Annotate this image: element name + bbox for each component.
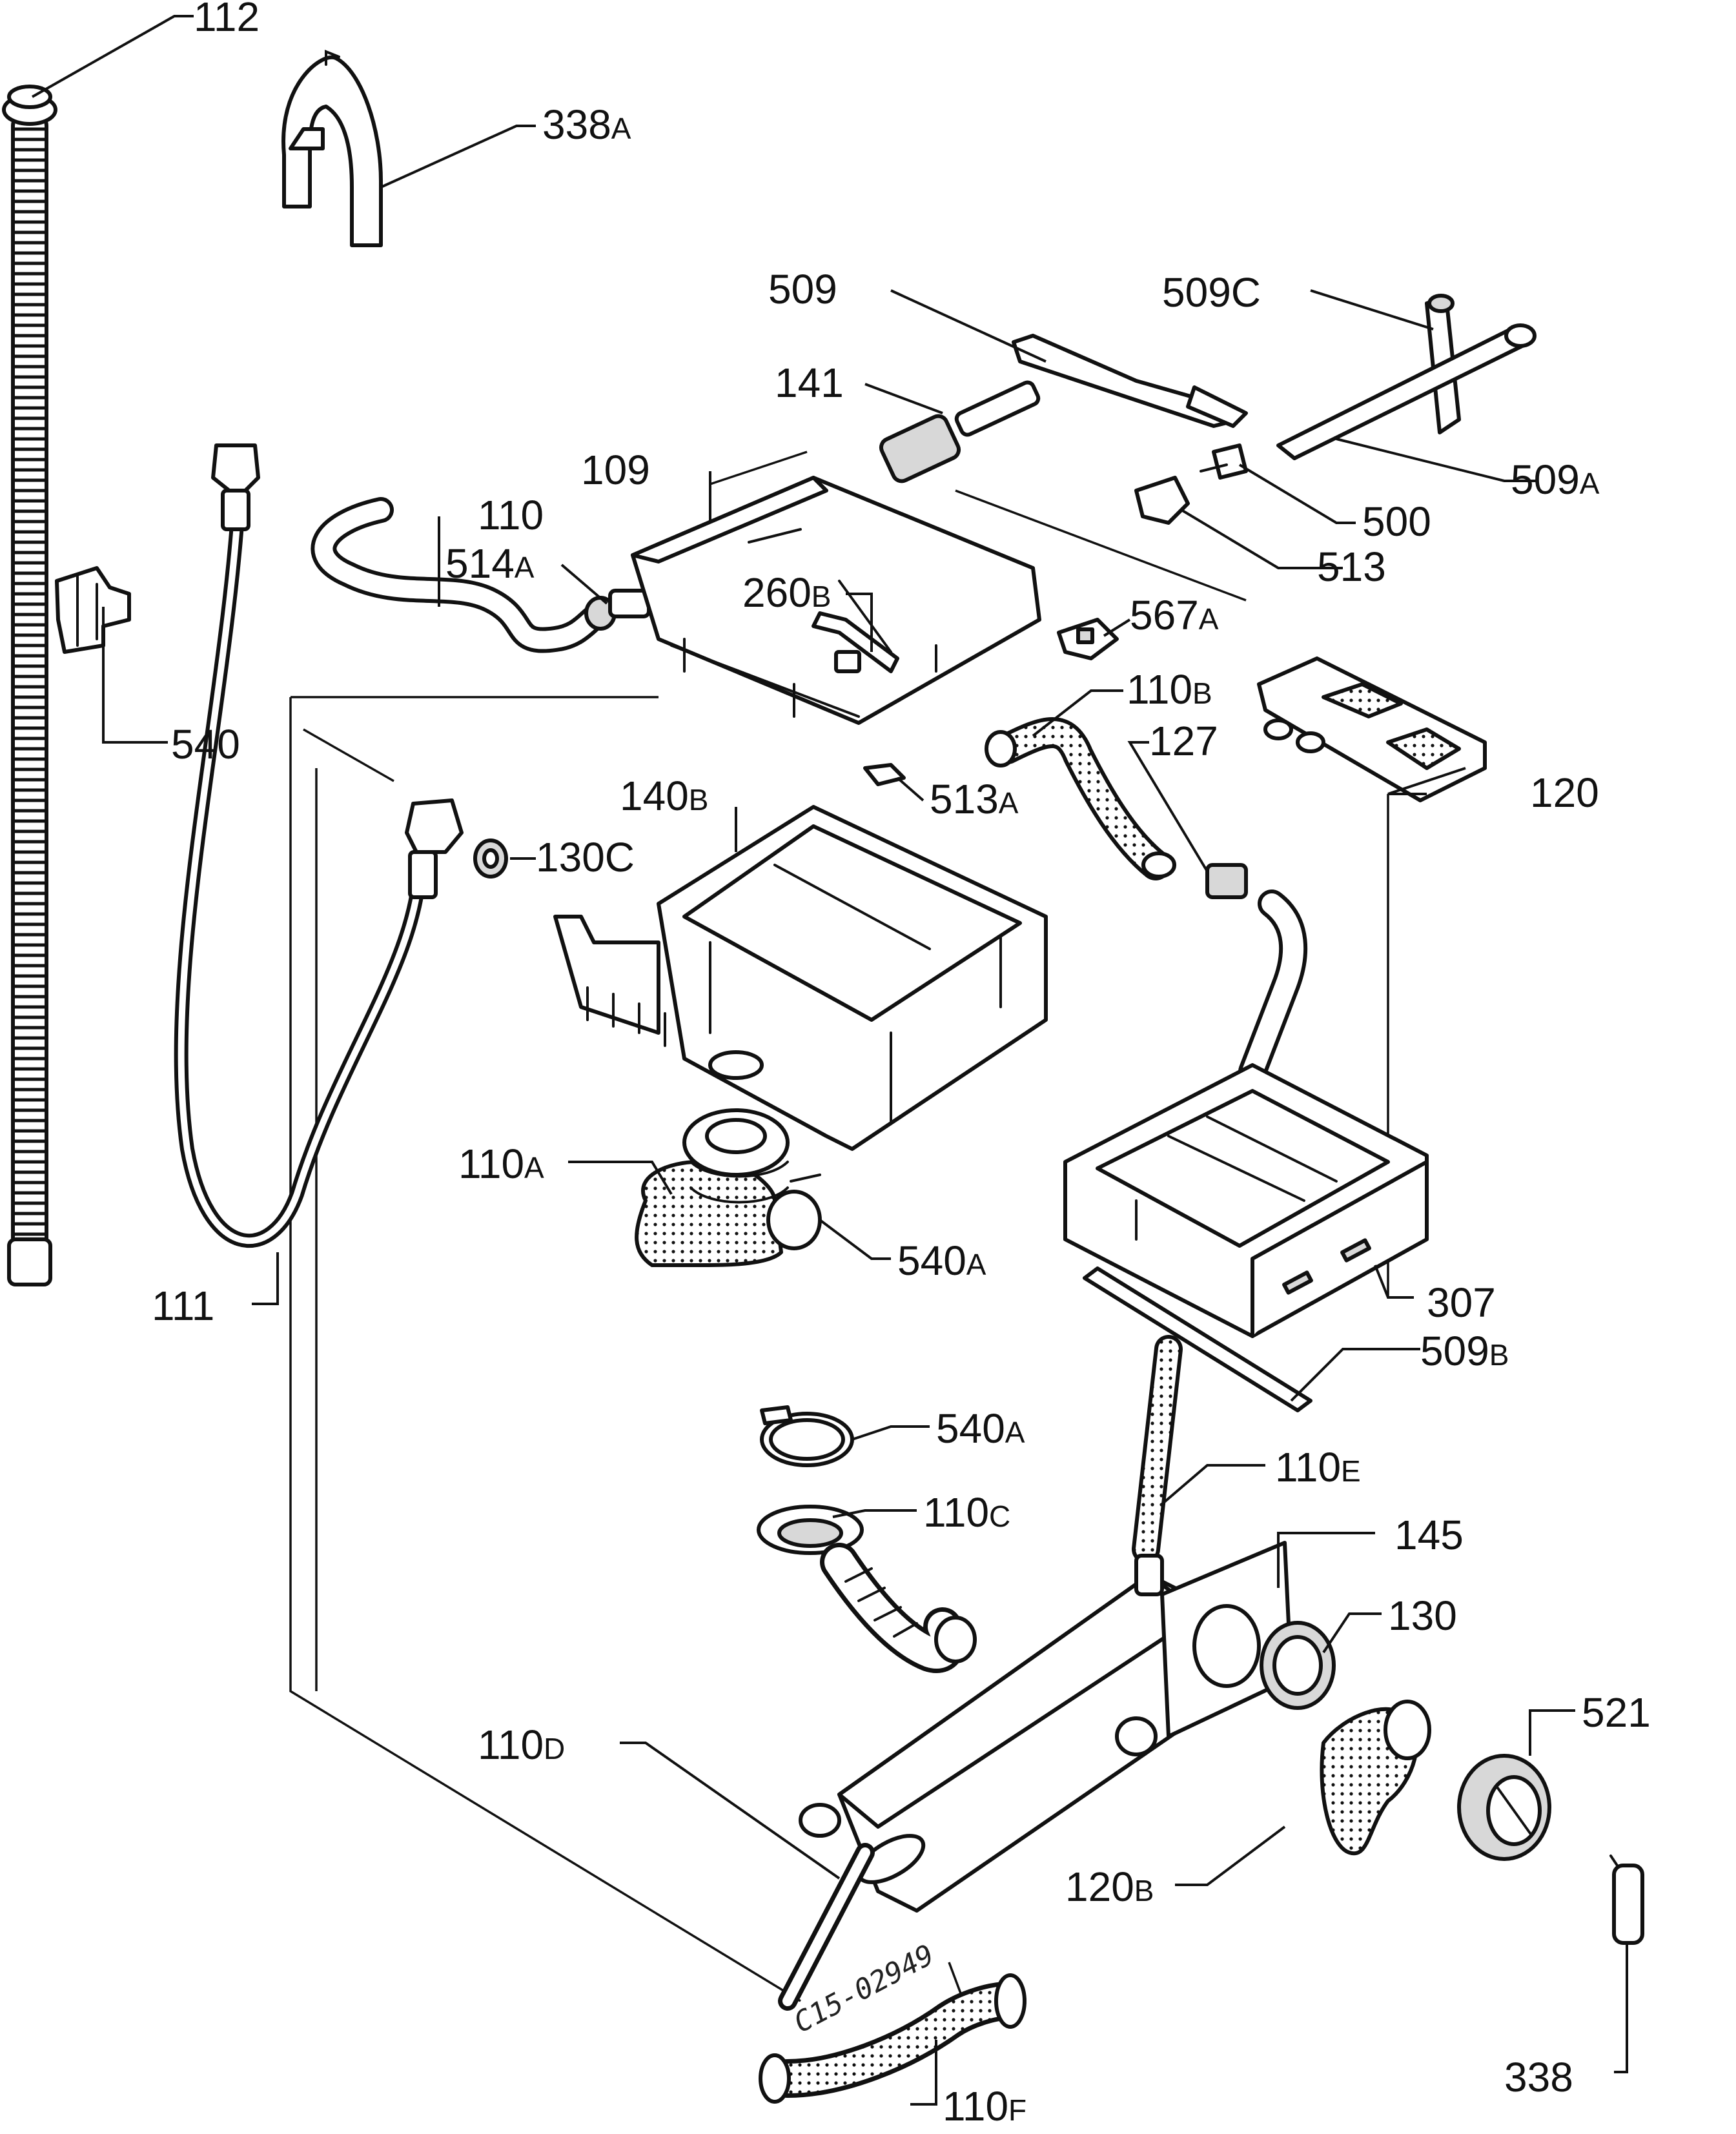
part-labels: 112 338A 509 509C 141 109 110 514A 509A … <box>152 0 1651 2129</box>
part-110b-hose[interactable] <box>985 717 1176 880</box>
leader-lines <box>32 15 1628 2106</box>
label-141: 141 <box>775 360 844 406</box>
part-307-dispenser-drawer[interactable] <box>1063 1063 1429 1338</box>
label-145: 145 <box>1394 1512 1464 1558</box>
part-540-hose-clip[interactable] <box>55 566 131 654</box>
part-509b-rod[interactable] <box>1083 1266 1312 1412</box>
label-540: 540 <box>171 721 240 767</box>
part-540a-clamp-upper[interactable] <box>766 1174 822 1250</box>
part-567a-clip[interactable] <box>1057 618 1119 660</box>
part-338a-hose-hook[interactable] <box>281 50 383 247</box>
part-509a-rod[interactable] <box>1276 323 1537 460</box>
label-521: 521 <box>1582 1689 1651 1736</box>
part-127-connector[interactable] <box>1205 863 1308 1086</box>
part-140b-dispenser-housing[interactable] <box>553 805 1048 1151</box>
part-130-seal-ring[interactable] <box>1260 1621 1336 1710</box>
label-260b: 260B <box>742 569 831 616</box>
label-110e: 110E <box>1275 1444 1361 1490</box>
part-514a-connector[interactable] <box>584 589 651 631</box>
part-111-inlet-hose[interactable] <box>174 443 464 1248</box>
label-110d: 110D <box>478 1722 565 1768</box>
label-130: 130 <box>1388 1592 1457 1639</box>
part-130c-washer[interactable] <box>473 838 508 879</box>
part-260b-clip[interactable] <box>812 611 899 673</box>
part-145-sump[interactable] <box>799 1541 1293 1913</box>
label-513: 513 <box>1317 544 1386 590</box>
label-567a: 567A <box>1130 592 1219 638</box>
label-112: 112 <box>194 0 260 40</box>
label-110b: 110B <box>1127 666 1212 713</box>
label-509b: 509B <box>1420 1328 1509 1374</box>
part-110e-hose[interactable] <box>1132 1335 1183 1563</box>
label-109: 109 <box>581 447 650 493</box>
label-110a: 110A <box>458 1141 544 1187</box>
label-514a: 514A <box>445 540 535 587</box>
part-120-detergent-insert[interactable] <box>1257 656 1487 802</box>
part-500-spring[interactable] <box>1200 443 1248 480</box>
label-540a-upper: 540A <box>897 1237 986 1284</box>
part-521-filter-cap[interactable] <box>1457 1754 1551 1861</box>
part-509-lever[interactable] <box>1012 334 1248 428</box>
part-513-bracket[interactable] <box>1134 476 1190 525</box>
label-111: 111 <box>152 1283 214 1329</box>
label-127: 127 <box>1149 718 1218 764</box>
part-110c-hose[interactable] <box>757 1505 977 1673</box>
part-110f-hose[interactable] <box>759 1973 1026 2104</box>
part-110a-bellows[interactable] <box>635 1108 790 1267</box>
part-109-valve-plate[interactable] <box>631 476 1041 725</box>
label-540a-lower: 540A <box>936 1405 1025 1452</box>
label-509c: 509C <box>1162 269 1261 316</box>
part-110-hose[interactable] <box>311 497 613 653</box>
label-130c: 130C <box>536 834 635 880</box>
part-513a-clip[interactable] <box>863 763 906 786</box>
cabinet-outline <box>289 451 1389 2015</box>
label-140b: 140B <box>620 773 708 819</box>
part-110d-hose[interactable] <box>778 1843 875 2011</box>
label-500: 500 <box>1362 498 1431 545</box>
label-110: 110 <box>478 492 544 538</box>
label-509a: 509A <box>1511 456 1600 503</box>
part-338-clip[interactable] <box>1609 1855 1644 1945</box>
label-110c: 110C <box>923 1489 1010 1536</box>
label-509: 509 <box>768 266 837 312</box>
label-307: 307 <box>1427 1279 1496 1326</box>
part-120b-filter[interactable] <box>1320 1700 1431 1856</box>
part-141-valve-coil[interactable] <box>878 380 1041 484</box>
label-120: 120 <box>1530 769 1599 816</box>
label-110f: 110F <box>943 2083 1026 2129</box>
label-338: 338 <box>1504 2054 1573 2100</box>
label-120b: 120B <box>1065 1864 1154 1910</box>
label-513a: 513A <box>930 776 1019 822</box>
part-112-drain-hose[interactable] <box>2 85 57 1286</box>
label-338a: 338A <box>542 101 631 148</box>
part-540a-clamp-lower[interactable] <box>760 1405 854 1467</box>
